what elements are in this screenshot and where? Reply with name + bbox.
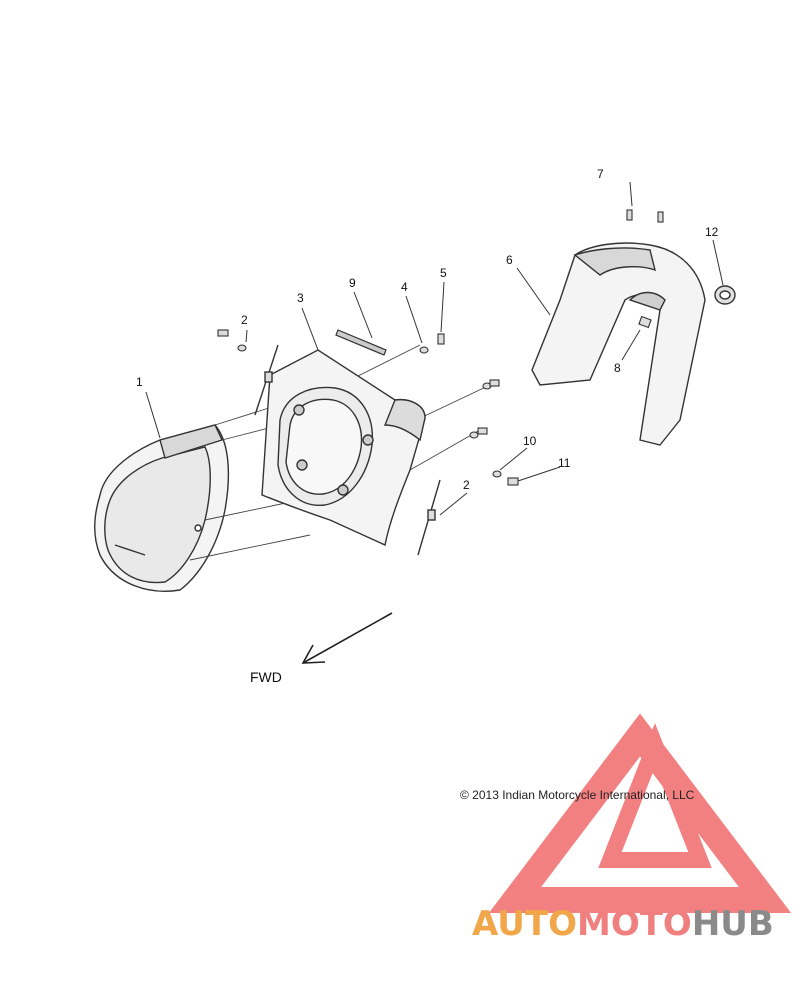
callout-12: 12 [705, 225, 719, 239]
callout-7: 7 [597, 167, 604, 181]
watermark-word-auto: AUTO [472, 904, 577, 944]
callout-5: 5 [440, 266, 447, 280]
callout-3: 3 [297, 291, 304, 305]
watermark-wordmark: AUTOMOTOHUB [472, 904, 774, 944]
grommet-part [714, 285, 736, 305]
callout-6: 6 [506, 253, 513, 267]
outer-fairing-part [94, 424, 230, 592]
forward-arrow-icon [301, 612, 393, 664]
callout-10: 10 [523, 434, 537, 448]
watermark-logo [488, 713, 792, 913]
copyright-notice: © 2013 Indian Motorcycle International, … [460, 788, 695, 802]
callout-9: 9 [349, 276, 356, 290]
callout-2-upper: 2 [241, 313, 248, 327]
cable-tie-parts [254, 344, 441, 556]
rear-bracket-part [531, 242, 706, 446]
callout-4: 4 [401, 280, 408, 294]
inner-fairing-part [261, 349, 426, 547]
watermark-word-hub: HUB [691, 904, 774, 944]
callout-2-lower: 2 [463, 478, 470, 492]
watermark-word-moto: MOTO [576, 904, 692, 944]
rod-part [335, 329, 387, 356]
leader-lines [145, 181, 724, 516]
callout-11: 11 [558, 456, 571, 470]
forward-label: FWD [250, 669, 282, 685]
small-hardware [217, 209, 664, 486]
callout-8: 8 [614, 361, 621, 375]
callout-1: 1 [136, 375, 143, 389]
